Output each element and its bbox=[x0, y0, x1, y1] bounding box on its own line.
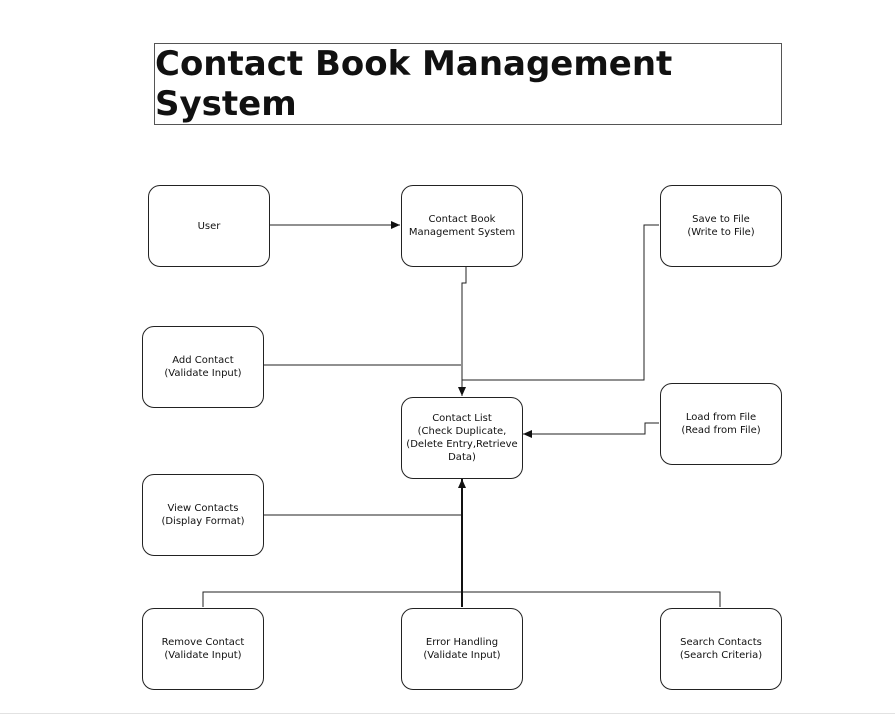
edge-save-to-list bbox=[462, 224, 659, 381]
diagram-title: Contact Book Management System bbox=[155, 44, 673, 124]
edge-load-to-list bbox=[523, 422, 659, 438]
node-save-to-file[interactable]: Save to File (Write to File) bbox=[660, 185, 782, 267]
node-contact-book-system[interactable]: Contact Book Management System bbox=[401, 185, 523, 267]
node-load-from-file[interactable]: Load from File (Read from File) bbox=[660, 383, 782, 465]
node-label: (Validate Input) bbox=[164, 650, 242, 661]
node-label: (Read from File) bbox=[681, 425, 761, 436]
node-label: Contact Book bbox=[428, 214, 496, 225]
node-view-contacts[interactable]: View Contacts (Display Format) bbox=[142, 474, 264, 556]
node-error-handling[interactable]: Error Handling (Validate Input) bbox=[401, 608, 523, 690]
node-label: Save to File bbox=[692, 214, 750, 225]
node-label: (Validate Input) bbox=[423, 650, 501, 661]
node-label: Error Handling bbox=[425, 637, 499, 648]
node-label: (Validate Input) bbox=[164, 368, 242, 379]
node-contact-list[interactable]: Contact List (Check Duplicate, (Delete E… bbox=[401, 397, 523, 479]
node-label: (Search Criteria) bbox=[679, 650, 763, 661]
node-label: Contact List bbox=[432, 413, 492, 424]
title-box: Contact Book Management System bbox=[154, 43, 782, 125]
node-label: Management System bbox=[408, 227, 516, 238]
node-label: Remove Contact bbox=[161, 637, 245, 648]
page-bottom-divider bbox=[0, 713, 895, 714]
node-label: (Display Format) bbox=[161, 516, 245, 527]
node-label: Search Contacts bbox=[680, 637, 762, 648]
node-add-contact[interactable]: Add Contact (Validate Input) bbox=[142, 326, 264, 408]
edge-system-to-list bbox=[458, 267, 467, 396]
node-label: Add Contact bbox=[172, 355, 234, 366]
node-label: Data) bbox=[448, 452, 476, 463]
node-user[interactable]: User bbox=[148, 185, 270, 267]
node-label: Load from File bbox=[685, 412, 757, 423]
node-search-contacts[interactable]: Search Contacts (Search Criteria) bbox=[660, 608, 782, 690]
node-label: (Delete Entry,Retrieve bbox=[406, 439, 518, 450]
node-label: User bbox=[197, 220, 221, 232]
node-label: (Check Duplicate, bbox=[417, 426, 507, 437]
node-remove-contact[interactable]: Remove Contact (Validate Input) bbox=[142, 608, 264, 690]
node-label: (Write to File) bbox=[687, 227, 755, 238]
node-label: View Contacts bbox=[167, 503, 239, 514]
